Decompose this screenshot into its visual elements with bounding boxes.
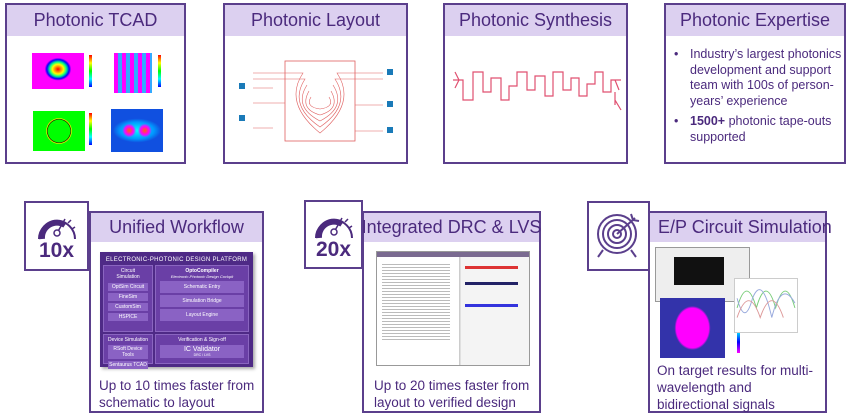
icv-label: IC Validator xyxy=(183,346,221,353)
speed-multiplier: 10x xyxy=(38,239,75,262)
tool-item: CustomSim xyxy=(108,303,148,311)
bullet-bold: 1500+ xyxy=(690,114,726,128)
bullet-item: Industry’s largest photonics development… xyxy=(672,47,842,109)
speedometer-icon xyxy=(37,218,76,240)
card-photonic-synthesis: Photonic Synthesis xyxy=(443,3,628,164)
drc-tool-screenshot xyxy=(376,251,530,366)
speed-multiplier: 20x xyxy=(315,237,352,261)
target-badge xyxy=(587,201,650,271)
card-caption: Up to 10 times faster from schematic to … xyxy=(99,378,255,410)
circuit-sim-block: Circuit Simulation OptSim Circuit FineSi… xyxy=(103,265,153,332)
icv-sublabel: DRC / LVS xyxy=(193,353,211,357)
card-unified-workflow: Unified Workflow ELECTRONIC-PHOTONIC DES… xyxy=(89,211,264,413)
speedometer-icon xyxy=(314,217,353,238)
bullet-text: Industry’s largest photonics development… xyxy=(690,47,842,108)
device-sim-block: Device Simulation RSoft Device Tools Sen… xyxy=(103,334,153,369)
eye-colorbar xyxy=(737,331,740,353)
tcad-field-plot xyxy=(111,109,163,152)
block-label: Verification & Sign-off xyxy=(178,337,226,343)
tcad-ring-plot xyxy=(33,111,85,151)
card-title: Photonic Expertise xyxy=(666,5,844,36)
tool-item: HSPICE xyxy=(108,313,148,321)
card-integrated-drc-lvs: Integrated DRC & LVS Up to 20 times fast… xyxy=(362,211,541,413)
tool-item: OptSim Circuit xyxy=(108,283,148,291)
card-caption: Up to 20 times faster from layout to ver… xyxy=(374,378,530,410)
speed-badge-10x: 10x xyxy=(24,201,89,271)
block-label: OptoCompiler xyxy=(185,268,219,274)
tool-item: RSoft Device Tools xyxy=(108,345,148,359)
tool-item: Schematic Entry xyxy=(160,281,244,293)
card-caption: On target results for multi-wavelength a… xyxy=(657,363,814,412)
card-title: Photonic TCAD xyxy=(7,5,184,36)
target-icon xyxy=(596,213,639,258)
eye-diagram xyxy=(660,298,725,358)
tool-item: Sentaurus TCAD xyxy=(108,361,148,369)
speed-badge-20x: 20x xyxy=(304,200,363,269)
tool-item: Layout Engine xyxy=(160,309,244,321)
block-label: Circuit Simulation xyxy=(116,268,140,280)
colorbar xyxy=(89,113,92,145)
card-title: Photonic Layout xyxy=(225,5,406,36)
card-photonic-expertise: Photonic Expertise Industry’s largest ph… xyxy=(664,3,846,164)
card-ep-circuit-simulation: E/P Circuit Simulation On target results… xyxy=(648,211,832,413)
tcad-grating-plot xyxy=(114,53,152,93)
transmission-spectrum-plot xyxy=(734,278,798,333)
block-label: Device Simulation xyxy=(107,337,149,343)
bullet-item: 1500+ photonic tape-outs supported xyxy=(672,114,842,145)
card-title: E/P Circuit Simulation xyxy=(650,213,832,242)
block-sublabel: Electronic-Photonic Design Cockpit xyxy=(170,274,234,279)
tool-item: Simulation Bridge xyxy=(160,295,244,307)
layout-diagram xyxy=(239,60,393,142)
card-photonic-layout: Photonic Layout xyxy=(223,3,408,164)
card-title: Unified Workflow xyxy=(91,213,262,242)
platform-diagram: ELECTRONIC-PHOTONIC DESIGN PLATFORM Circ… xyxy=(100,252,253,369)
synthesis-waveguide-diagram xyxy=(453,71,622,111)
platform-title: ELECTRONIC-PHOTONIC DESIGN PLATFORM xyxy=(105,257,248,263)
optocompiler-block: OptoCompiler Electronic-Photonic Design … xyxy=(155,265,249,332)
card-photonic-tcad: Photonic TCAD xyxy=(5,3,186,164)
colorbar xyxy=(158,55,161,87)
bullet-text: photonic tape-outs supported xyxy=(690,114,832,144)
tcad-mode-plot xyxy=(32,53,84,89)
card-title: Photonic Synthesis xyxy=(445,5,626,36)
tool-item: FineSim xyxy=(108,293,148,301)
colorbar xyxy=(89,55,92,87)
card-title: Integrated DRC & LVS xyxy=(362,213,541,242)
